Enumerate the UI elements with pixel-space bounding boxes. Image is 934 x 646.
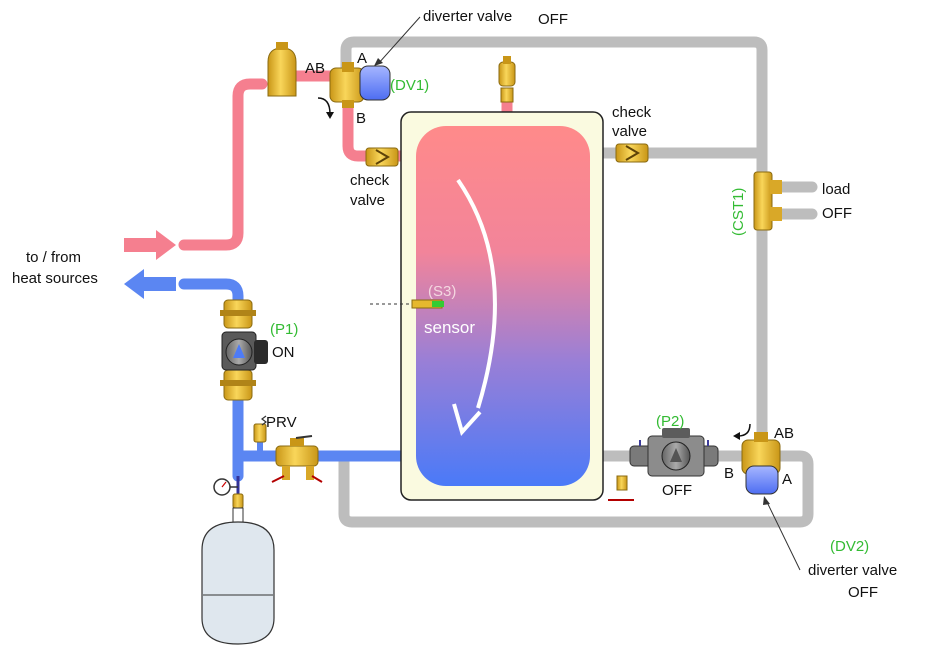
diverter-top-label: diverter valve [423,8,512,25]
port-ab-bottom: AB [774,425,794,442]
air-vent-icon [498,56,516,103]
flow-arrowhead-dv2 [733,432,740,440]
circulator-pump-icon [629,428,719,477]
cst1-label: (CST1) [730,188,747,236]
pressure-gauge-icon [213,478,238,496]
port-b-bottom: B [724,465,734,482]
return-arrow [124,269,176,299]
air-vent-icon [267,42,297,97]
drain-valve [608,475,634,501]
pressure-relief-valve-icon [253,415,267,443]
expansion-tank-icon [201,521,275,645]
p2-state: OFF [662,482,692,499]
port-a-top: A [357,50,367,67]
sensor-tip [432,301,444,307]
tank-connector [232,507,244,523]
check-valve-left-line1: check [350,172,390,189]
storage-tank [400,111,604,501]
flow-arrow-dv1 [317,97,331,115]
circulator-pump-icon [220,299,268,401]
dv1-label: (DV1) [390,77,429,94]
stratification-arrow [456,178,497,409]
load-state: OFF [822,205,852,222]
port-b-top: B [356,110,366,127]
check-valve-right-line2: valve [612,123,647,140]
supply-arrow [124,230,176,260]
cold-piping [178,278,426,482]
leader-diverter-top [377,16,421,65]
closely-spaced-tees-icon [753,171,782,231]
leader-diverter-bottom [765,499,801,571]
leader-arrowhead-top [374,58,383,66]
check-valve-icon [365,147,399,167]
check-valve-icon [615,143,649,163]
check-valve-right-line1: check [612,104,652,121]
diverter-valve-icon [741,432,781,495]
sensor-label: sensor [424,318,475,337]
check-valve-left-line2: valve [350,192,385,209]
diverter-bottom-state: OFF [848,584,878,601]
load-label: load [822,181,850,198]
leader-arrowhead-bottom [763,496,770,505]
heat-sources-line1: to / from [26,249,81,266]
stratification-arrowhead [452,403,482,437]
s3-label: (S3) [428,283,456,300]
port-a-bottom: A [782,471,792,488]
diverter-top-state: OFF [538,11,568,28]
port-ab-top: AB [305,60,325,77]
p2-label: (P2) [656,413,684,430]
flow-arrowhead-dv1 [326,112,334,119]
isolation-valve [232,493,244,509]
p1-label: (P1) [270,321,298,338]
diverter-bottom-label: diverter valve [808,562,897,579]
prv-label: PRV [266,414,297,431]
heat-sources-arrows [124,230,176,299]
diverter-valve-icon [329,62,391,108]
fill-valve-assembly [271,435,323,483]
p1-state: ON [272,344,295,361]
heat-sources-line2: heat sources [12,270,98,287]
dv2-label: (DV2) [830,538,869,555]
tank-vessel [416,126,590,486]
sensor-s3: (S3) sensor [370,283,475,337]
